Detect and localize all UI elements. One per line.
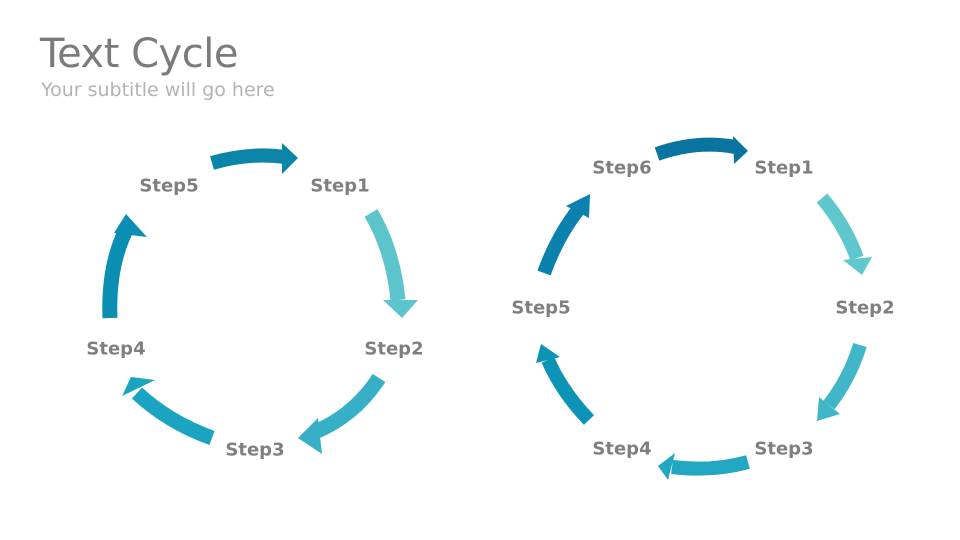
right-step-4-label: Step4 — [592, 438, 652, 460]
arrow-step5-to-step1 — [210, 143, 298, 174]
arrow-step3-to-step4-right — [658, 453, 750, 480]
right-step-6-label: Step6 — [592, 157, 652, 179]
left-step-3-label: Step3 — [225, 439, 285, 461]
arrow-step6-to-step1 — [654, 136, 748, 164]
right-step-3-label: Step3 — [754, 438, 814, 460]
arrow-step4-to-step5-right — [536, 344, 595, 425]
arrow-step5-to-step6-right — [537, 194, 590, 276]
left-step-2-label: Step2 — [364, 338, 424, 360]
arrow-step2-to-step3-right — [817, 342, 867, 421]
arrow-step1-to-step2 — [364, 209, 418, 318]
left-step-5-label: Step5 — [139, 175, 199, 197]
right-step-5-label: Step5 — [511, 297, 571, 319]
arrow-step4-to-step5 — [102, 214, 147, 319]
left-step-4-label: Step4 — [86, 338, 146, 360]
page-subtitle: Your subtitle will go here — [41, 79, 275, 101]
arrow-step2-to-step3 — [298, 373, 386, 454]
right-step-2-label: Step2 — [835, 297, 895, 319]
page-title: Text Cycle — [40, 31, 238, 77]
right-step-1-label: Step1 — [754, 157, 814, 179]
left-step-1-label: Step1 — [310, 175, 370, 197]
arrow-step1-to-step2-right — [816, 193, 872, 275]
arrow-step3-to-step4 — [122, 377, 215, 446]
